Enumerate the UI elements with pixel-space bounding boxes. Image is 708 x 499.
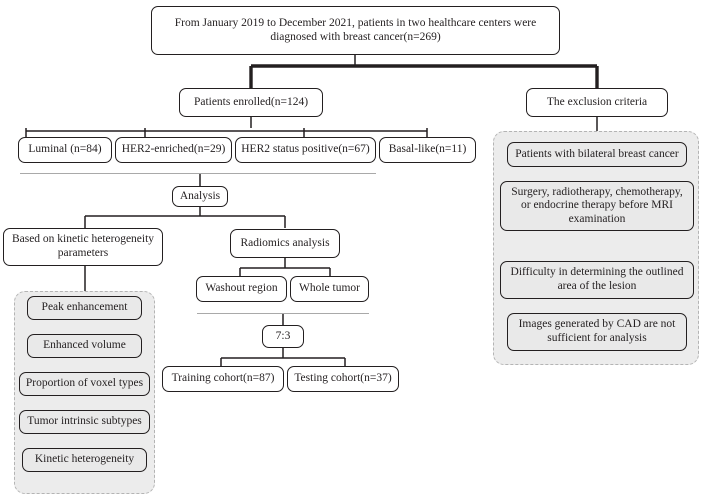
subtype-box-luminal: Luminal (n=84) <box>18 137 112 163</box>
kinetic-parameter-peak-enhancement: Peak enhancement <box>27 296 142 320</box>
subtype-box-her2-enriched: HER2-enriched(n=29) <box>115 137 232 163</box>
radiomics-analysis-box: Radiomics analysis <box>230 229 340 258</box>
kinetic-parameter-proportion-of-voxel-types: Proportion of voxel types <box>19 372 150 396</box>
patients-enrolled-box: Patients enrolled(n=124) <box>179 88 323 117</box>
analysis-box: Analysis <box>172 186 228 207</box>
subtype-box-her2-status-positive: HER2 status positive(n=67) <box>235 137 376 163</box>
cohort-box-training: Training cohort(n=87) <box>162 366 284 392</box>
kinetic-parameter-enhanced-volume: Enhanced volume <box>27 334 142 358</box>
exclusion-criterion-cad-images: Images generated by CAD are not sufficie… <box>507 313 687 351</box>
kinetic-heterogeneity-branch-box: Based on kinetic heterogeneity parameter… <box>3 228 163 266</box>
subtype-summary-rule <box>20 173 376 174</box>
exclusion-criterion-prior-therapy: Surgery, radiotherapy, chemotherapy, or … <box>500 181 694 231</box>
kinetic-parameter-kinetic-heterogeneity: Kinetic heterogeneity <box>22 448 147 472</box>
exclusion-criterion-lesion-outline: Difficulty in determining the outlined a… <box>500 261 694 299</box>
exclusion-criteria-header-box: The exclusion criteria <box>526 88 668 117</box>
region-box-whole-tumor: Whole tumor <box>290 276 369 302</box>
kinetic-parameter-tumor-intrinsic-subtypes: Tumor intrinsic subtypes <box>19 410 150 434</box>
cohort-box-testing: Testing cohort(n=37) <box>287 366 399 392</box>
region-box-washout: Washout region <box>196 276 287 302</box>
split-ratio-box: 7:3 <box>262 325 304 348</box>
subtype-box-basal-like: Basal-like(n=11) <box>379 137 476 163</box>
exclusion-criterion-bilateral-cancer: Patients with bilateral breast cancer <box>507 142 687 167</box>
source-population-box: From January 2019 to December 2021, pati… <box>151 6 560 55</box>
region-summary-rule <box>197 313 369 314</box>
